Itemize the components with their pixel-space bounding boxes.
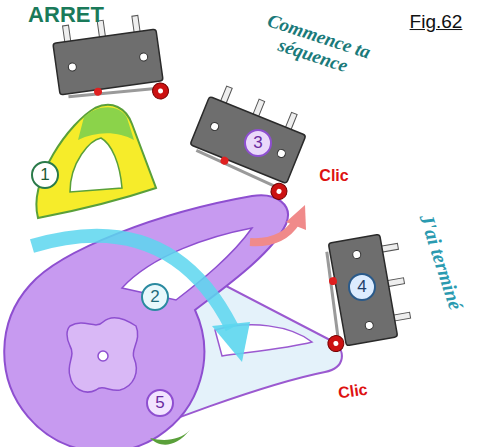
microswitch-1: [51, 13, 170, 113]
callout-circle: [147, 390, 173, 416]
callout-number: 2: [150, 288, 159, 306]
callout-number: 1: [40, 166, 49, 184]
callout-circle: [142, 284, 168, 310]
callout-circle: [349, 274, 375, 300]
rotation-arrow: [32, 236, 232, 328]
microswitch-4: [311, 231, 414, 352]
click-label: Clic: [337, 382, 368, 403]
click-arrow: [250, 222, 296, 242]
click-label: Clic: [319, 168, 348, 185]
switch-note: Commence ta séquence: [248, 7, 384, 85]
state-label: ARRET: [28, 3, 104, 26]
microswitch-3: [183, 82, 315, 202]
figure-number: Fig.62: [410, 12, 463, 32]
cam-2: [4, 195, 288, 447]
hub: [67, 318, 138, 392]
callout-number: 5: [155, 394, 164, 412]
cam-1: [36, 105, 156, 218]
cam-1-lobe: [78, 107, 134, 140]
callout-number: 4: [357, 278, 366, 296]
switch-note: J'ai terminé: [416, 211, 467, 312]
callout-circle: [32, 162, 58, 188]
callout-circle: [245, 130, 271, 156]
callout-number: 3: [253, 134, 262, 152]
